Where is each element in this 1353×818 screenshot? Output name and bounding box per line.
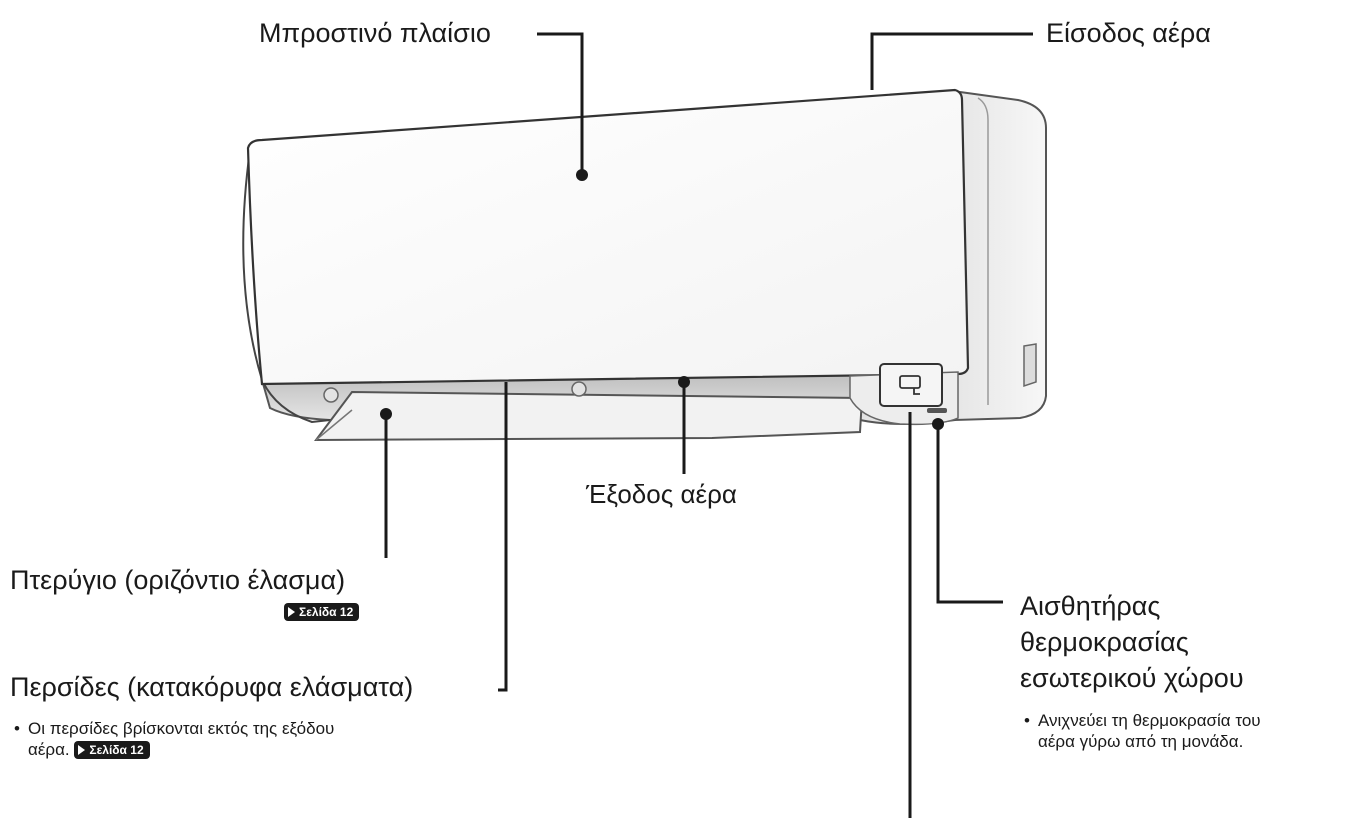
label-temp-sensor-line1: Αισθητήρας [1020,591,1161,621]
leader-temp-sensor [936,425,1003,604]
label-air-outlet: Έξοδος αέρα [586,479,737,509]
louvers-note-line2: αέρα. Σελίδα 12 [14,739,334,760]
label-louvers: Περσίδες (κατακόρυφα ελάσματα) [10,672,414,702]
louver-knob-left [323,387,339,403]
unit-left-curve [242,149,331,424]
play-triangle-icon [78,745,86,756]
label-temp-sensor: Αισθητήρας θερμοκρασίας εσωτερικού χώρου [1020,588,1244,696]
louvers-page-ref-badge[interactable]: Σελίδα 12 [74,741,150,760]
leader-air-inlet [870,32,1033,90]
louver-knob-center [571,381,587,397]
temp-sensor-note-line1: •Ανιχνεύει τη θερμοκρασία του [1024,711,1261,730]
temp-sensor-note: •Ανιχνεύει τη θερμοκρασία του αέρα γύρω … [1024,710,1261,753]
bullet-icon: • [14,719,20,738]
flap-page-ref-badge[interactable]: Σελίδα 12 [284,603,360,621]
leader-lines [384,32,1033,818]
leader-front-panel [537,32,584,172]
dot-flap [380,408,392,420]
dot-front-panel [576,169,588,181]
temp-sensor-note-line2: αέρα γύρω από τη μονάδα. [1038,732,1244,752]
unit-side-tab [1023,343,1037,388]
label-temp-sensor-line3: εσωτερικού χώρου [1020,663,1244,693]
label-temp-sensor-line2: θερμοκρασίας [1020,627,1189,657]
unit-side-body [953,90,1047,422]
label-flap: Πτερύγιο (οριζόντιο έλασμα) [10,565,346,595]
unit-side-groove [977,97,989,405]
flap-shape [313,390,864,442]
dot-temp-sensor [932,418,944,430]
flap-edge [315,409,353,441]
louvers-note-line1: •Οι περσίδες βρίσκονται εκτός της εξόδου [14,719,335,738]
leader-dots [380,169,944,430]
front-panel-shape [246,88,970,386]
temperature-sensor-slot [927,408,947,413]
label-air-inlet: Είσοδος αέρα [1046,18,1211,48]
bullet-icon: • [1024,711,1030,730]
dot-air-outlet [678,376,690,388]
indicator-window [879,363,943,407]
louvers-note: •Οι περσίδες βρίσκονται εκτός της εξόδου… [14,718,334,761]
flap-page-ref[interactable]: Σελίδα 12 [284,603,360,622]
indicator-receiver-icon [899,375,921,389]
label-front-panel: Μπροστινό πλαίσιο [259,18,491,48]
leader-louvers [498,382,508,692]
play-triangle-icon [288,607,295,617]
